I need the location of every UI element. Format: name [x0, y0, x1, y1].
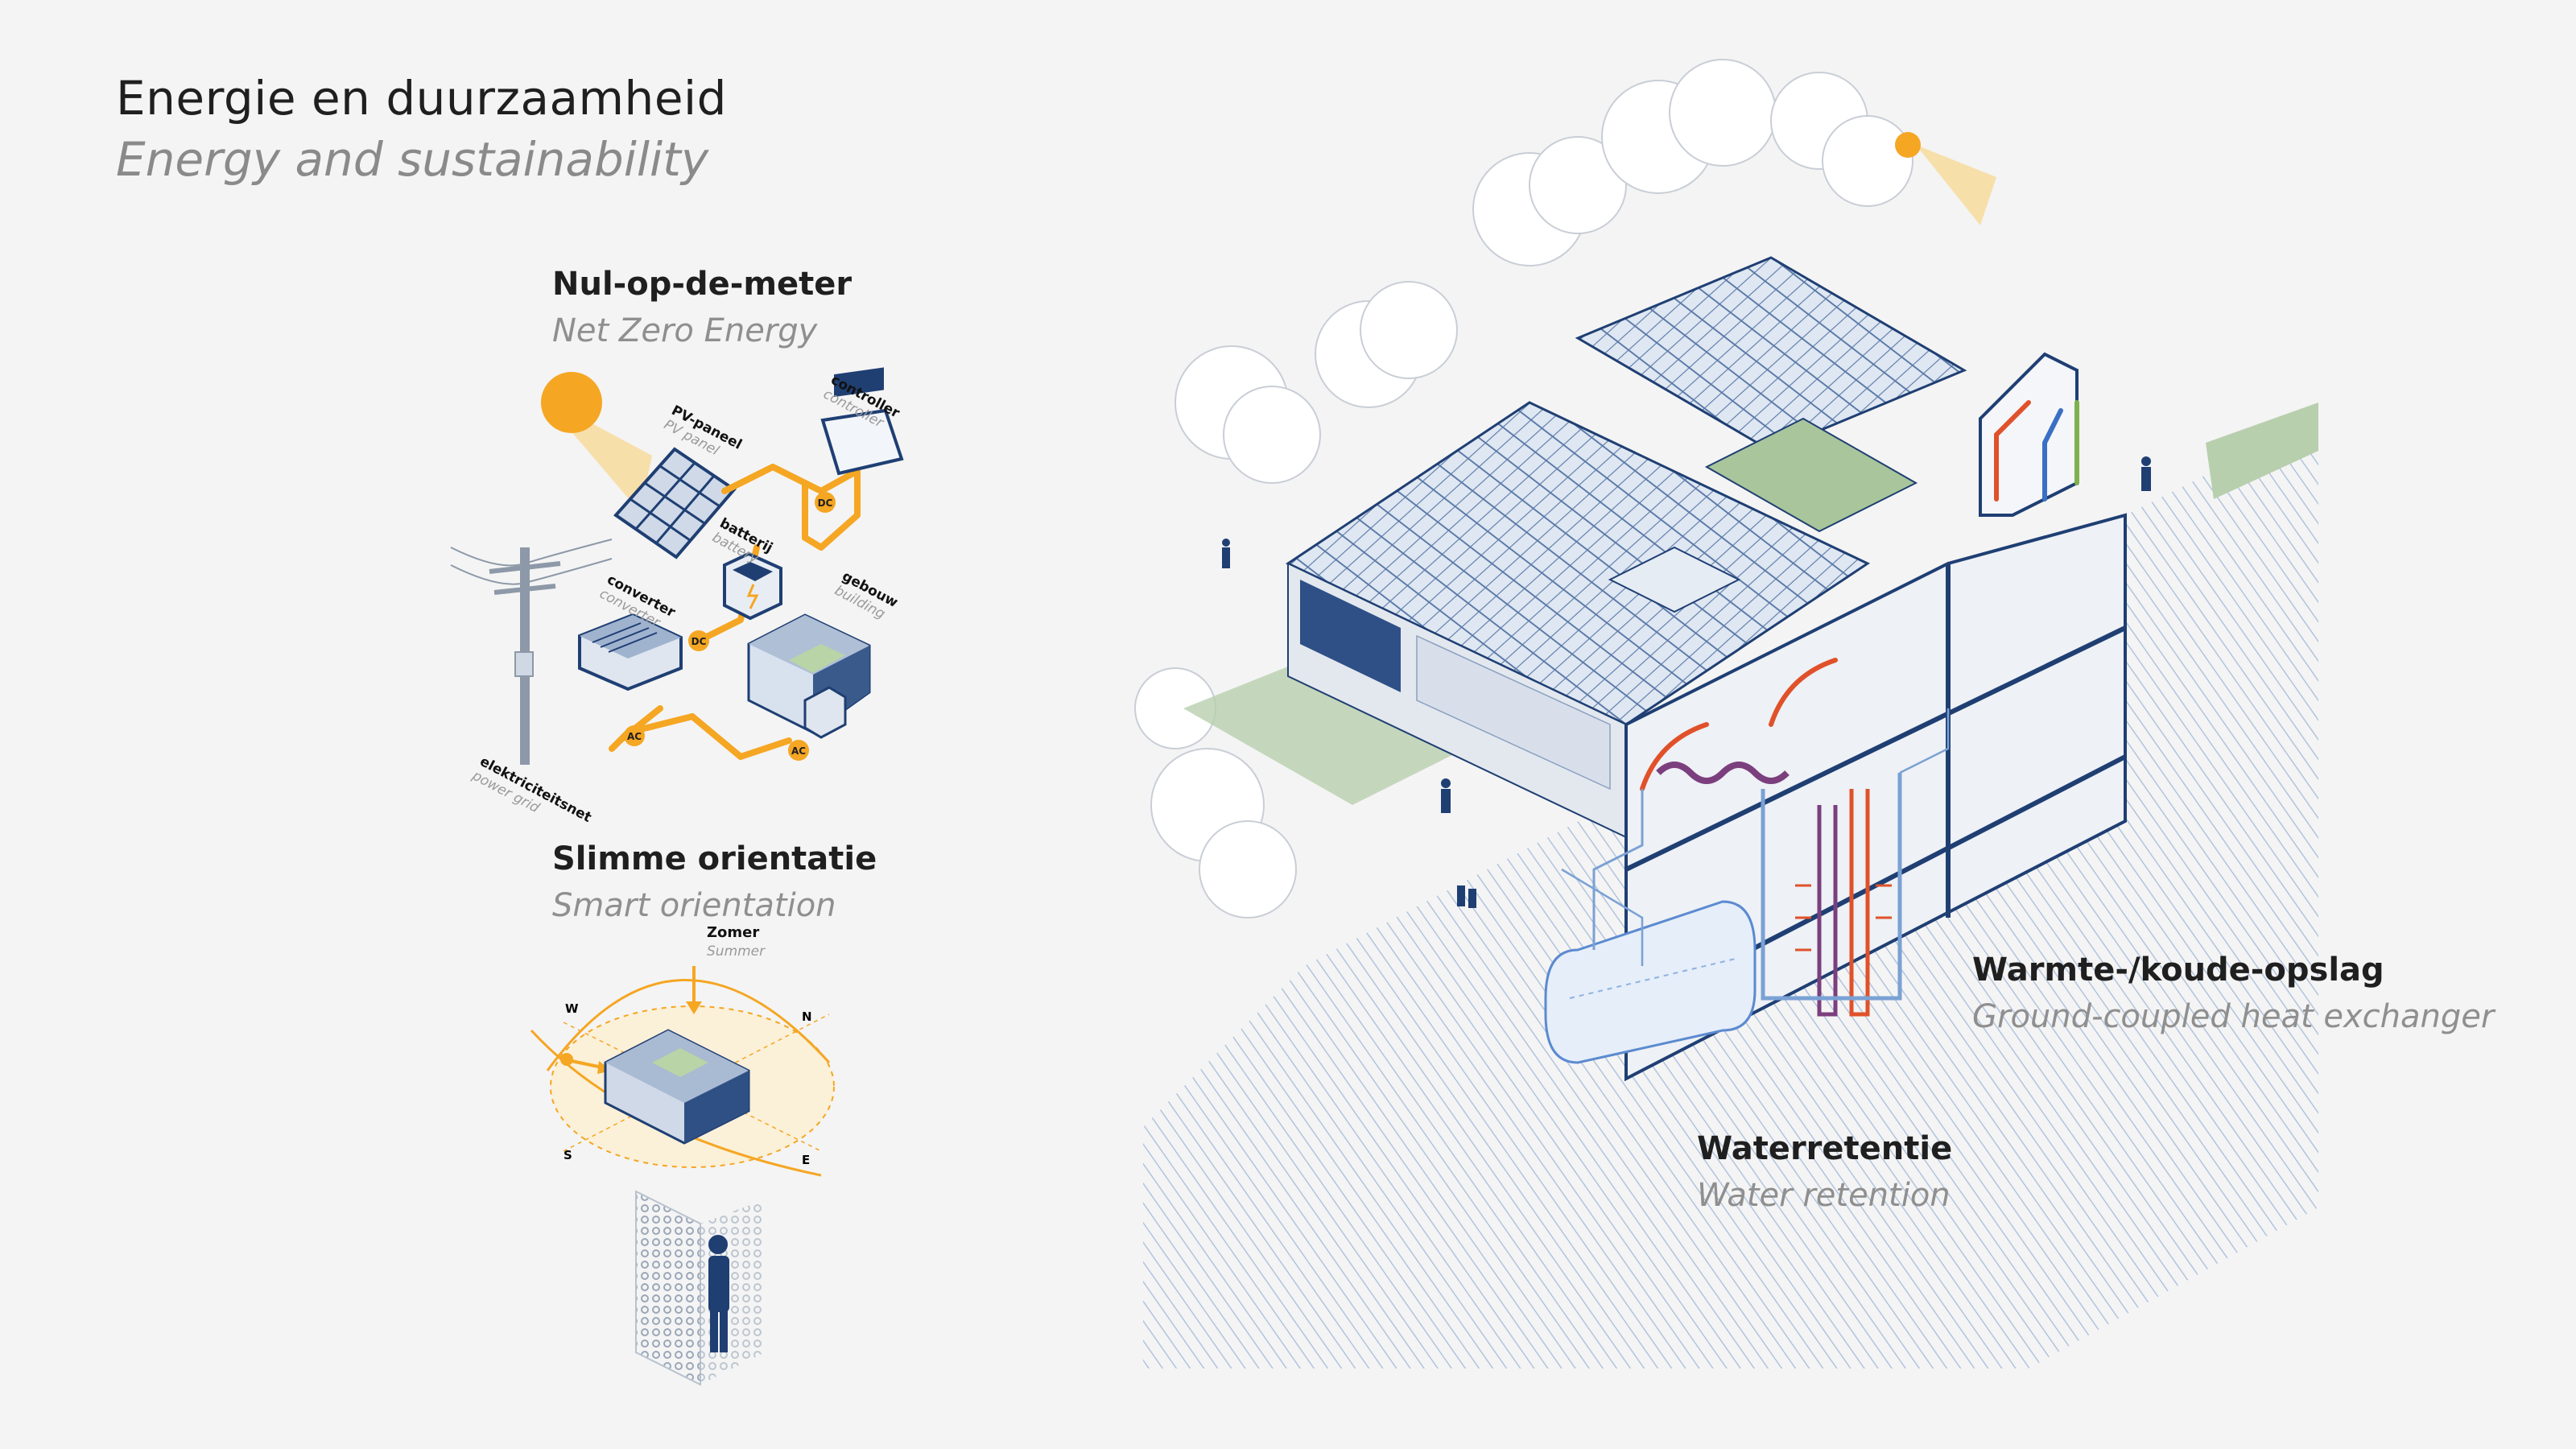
controller-icon	[820, 367, 904, 476]
west-wing	[1285, 401, 1871, 839]
person-icon	[708, 1235, 729, 1352]
orientation-diagram: W N S E	[530, 966, 835, 1177]
summer-label-en: Summer	[707, 943, 766, 960]
page-title: Energie en duurzaamheid	[116, 71, 727, 126]
sun-icon-right	[1895, 132, 1996, 225]
water-tank-icon	[1544, 789, 1757, 1064]
summer-label: Zomer	[707, 924, 760, 941]
building-icon	[747, 613, 871, 739]
converter-icon	[578, 613, 683, 691]
svg-text:S: S	[564, 1148, 572, 1162]
heat-arrows	[1795, 884, 1892, 952]
net-zero-subheading: Net Zero Energy	[552, 312, 818, 349]
dc-badge: DC	[815, 492, 836, 513]
battery-icon	[723, 551, 782, 621]
svg-text:W: W	[565, 1001, 579, 1016]
sun-icon	[541, 372, 652, 512]
heat-exchange-heading: Warmte-/koude-opslag	[1972, 952, 2384, 989]
power-pole-icon	[450, 539, 613, 765]
orientation-heading: Slimme orientatie	[552, 840, 877, 877]
tree-icons	[1134, 59, 1913, 919]
heat-exchanger-pipes	[1761, 773, 1902, 1017]
svg-text:DC: DC	[818, 497, 833, 509]
net-zero-heading: Nul-op-de-meter	[552, 266, 852, 303]
svg-text:DC: DC	[691, 636, 707, 647]
water-retention-heading: Waterretentie	[1697, 1130, 1953, 1167]
svg-text:N: N	[802, 1009, 812, 1024]
page-subtitle: Energy and sustainability	[116, 132, 709, 187]
ac-badge-2: AC	[788, 740, 809, 761]
people-icons	[1222, 456, 2151, 908]
net-zero-diagram: DC DC AC AC	[450, 367, 904, 765]
water-retention-subheading: Water retention	[1697, 1177, 1951, 1214]
central-roof	[1575, 256, 1967, 613]
orientation-subheading: Smart orientation	[552, 887, 836, 924]
ac-badge: AC	[624, 725, 645, 746]
heat-exchange-subheading: Ground-coupled heat exchanger	[1972, 998, 2495, 1035]
oriented-building-icon	[604, 1029, 750, 1145]
building-section-illustration	[1134, 59, 2318, 1368]
svg-text:AC: AC	[627, 731, 642, 742]
dc-badge-2: DC	[688, 630, 709, 651]
svg-text:E: E	[802, 1153, 810, 1167]
facade-screen-illustration	[635, 1190, 765, 1386]
svg-text:AC: AC	[791, 745, 806, 757]
